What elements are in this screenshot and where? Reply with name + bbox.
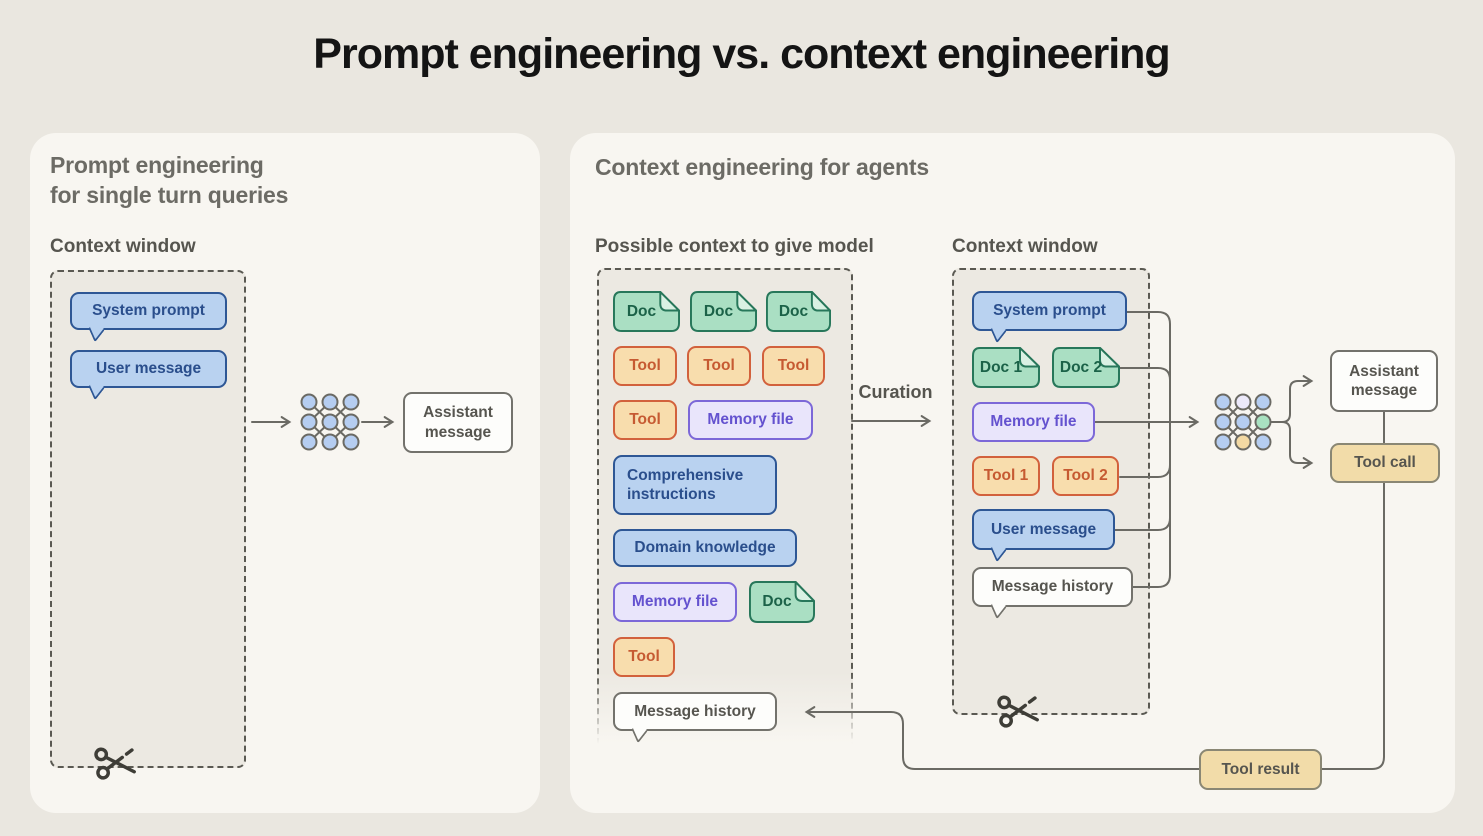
box-memory-file: Memory file (613, 582, 737, 622)
possible-context-label: Possible context to give model (595, 236, 874, 257)
box-label: System prompt (92, 302, 205, 320)
doc-file-icon (613, 291, 680, 332)
box-tool-1: Tool 1 (972, 456, 1040, 496)
box-tool: Tool (613, 346, 677, 386)
scissors-icon (94, 747, 136, 780)
box-label: Tool (777, 357, 810, 375)
box-tool: Tool (762, 346, 825, 386)
box-label: Memory file (707, 411, 794, 429)
box-label: Memory file (990, 413, 1077, 431)
box-label: Doc (778, 302, 809, 320)
box-memory-file: Memory file (688, 400, 813, 440)
box-tool-2: Tool 2 (1052, 456, 1119, 496)
left-context-window-box (50, 270, 246, 768)
box-label: Assistant message (423, 404, 493, 441)
box-label: Assistant message (1349, 362, 1419, 399)
box-label: Tool result (1221, 760, 1300, 778)
doc-file: Doc (690, 291, 757, 332)
doc-file: Doc (613, 291, 680, 332)
box-label: Message history (634, 702, 756, 720)
box-label: System prompt (993, 302, 1106, 320)
right-panel-heading: Context engineering for agents (595, 154, 929, 180)
box-label: Tool (628, 648, 660, 666)
right-context-window-label: Context window (952, 236, 1098, 257)
box-user-message: User message (70, 350, 227, 388)
box-label: Tool 1 (983, 467, 1029, 485)
left-context-window-label: Context window (50, 236, 196, 257)
box-assistant-message: Assistant message (1330, 350, 1438, 412)
box-user-message: User message (972, 509, 1115, 550)
box-message-history: Message history (972, 567, 1133, 607)
doc-file-icon (972, 347, 1040, 388)
curation-label: Curation (858, 382, 933, 402)
box-label: Message history (991, 578, 1114, 596)
box-label: Tool (703, 357, 735, 375)
doc-file-icon (690, 291, 757, 332)
doc-file: Doc 2 (1052, 347, 1120, 388)
box-tool-result: Tool result (1199, 749, 1322, 790)
box-message-history: Message history (613, 692, 777, 731)
box-label: User message (95, 360, 202, 378)
box-domain-knowledge: Domain knowledge (613, 529, 797, 567)
box-system-prompt: System prompt (70, 292, 227, 330)
box-label: Memory file (631, 593, 719, 611)
box-memory-file: Memory file (972, 402, 1095, 442)
box-tool: Tool (687, 346, 751, 386)
left-heading-line2: for single turn queries (50, 182, 289, 208)
box-assistant-message: Assistant message (403, 392, 513, 453)
page-title: Prompt engineering vs. context engineeri… (313, 30, 1170, 78)
box-label: Doc (703, 302, 734, 320)
doc-file-icon (1052, 347, 1120, 388)
box-label: Tool call (1354, 454, 1416, 472)
box-label: Domain knowledge (634, 539, 776, 557)
box-label: Tool (629, 357, 661, 375)
box-label: Tool 2 (1063, 467, 1108, 485)
box-system-prompt: System prompt (972, 291, 1127, 331)
box-label: Doc 1 (979, 358, 1023, 376)
box-tool: Tool (613, 400, 677, 440)
box-label: Doc 2 (1059, 358, 1103, 376)
scissors-icon (997, 695, 1039, 728)
box-label: Doc (762, 593, 792, 610)
box-label: Doc (626, 302, 657, 320)
left-panel-heading: Prompt engineering for single turn queri… (50, 150, 288, 210)
doc-file-icon (766, 291, 831, 332)
box-tool: Tool (613, 637, 675, 677)
box-label: Comprehensive instructions (627, 466, 744, 503)
box-tool-call: Tool call (1330, 443, 1440, 483)
doc-file: Doc 1 (972, 347, 1040, 388)
doc-file: Doc (766, 291, 831, 332)
left-heading-line1: Prompt engineering (50, 152, 264, 178)
box-comprehensive-instructions: Comprehensive instructions (613, 455, 777, 515)
box-label: Tool (629, 411, 661, 429)
box-label: User message (990, 520, 1097, 538)
doc-file: Doc (749, 581, 815, 623)
